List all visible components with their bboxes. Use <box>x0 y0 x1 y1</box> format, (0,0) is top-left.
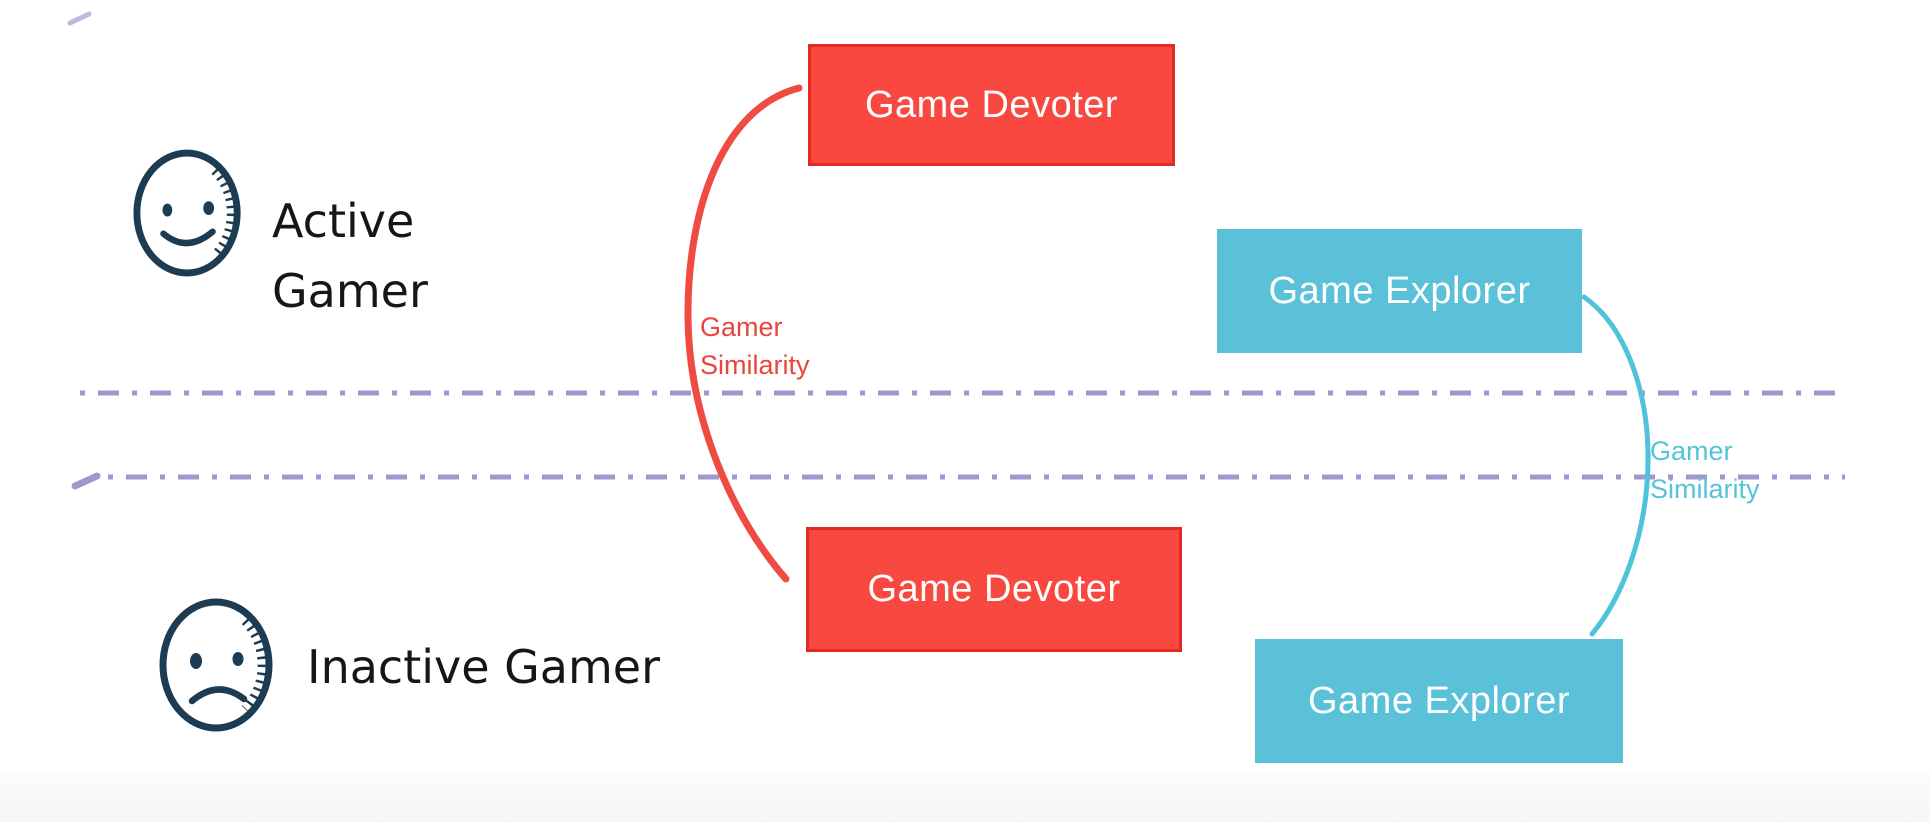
game-explorer-box-bottom-label: Game Explorer <box>1307 679 1571 722</box>
inactive-gamer-label: Inactive Gamer <box>307 632 660 702</box>
active-gamer-label-line1: Active <box>272 194 415 248</box>
game-explorer-box-bottom: Game Explorer <box>1255 639 1623 763</box>
game-explorer-box-top: Game Explorer <box>1217 229 1582 353</box>
game-devoter-box-top: Game Devoter <box>808 44 1175 166</box>
gamer-similarity-label-cyan-line2: Similarity <box>1650 474 1760 504</box>
happy-face-icon <box>133 149 241 277</box>
game-explorer-box-top-label: Game Explorer <box>1268 269 1531 312</box>
gamer-similarity-label-cyan: Gamer Similarity <box>1650 432 1760 508</box>
divider-line-lower-tick <box>71 472 101 490</box>
gamer-similarity-label-red-line2: Similarity <box>700 350 810 380</box>
gamer-similarity-label-red-line1: Gamer <box>700 312 783 342</box>
active-gamer-label: Active Gamer <box>272 186 428 326</box>
slide-bottom-strip <box>0 772 1930 822</box>
gamer-similarity-label-red: Gamer Similarity <box>700 308 810 384</box>
game-devoter-box-bottom: Game Devoter <box>806 527 1182 652</box>
gamer-similarity-edge-red <box>684 84 803 583</box>
sketch-hatching <box>241 617 267 713</box>
game-devoter-box-bottom-label: Game Devoter <box>867 568 1121 610</box>
game-devoter-box-top-label: Game Devoter <box>864 83 1119 126</box>
gamer-similarity-label-cyan-line1: Gamer <box>1650 436 1733 466</box>
inactive-gamer-label-line1: Inactive Gamer <box>307 640 661 694</box>
gamer-similarity-edge-cyan <box>1581 294 1651 637</box>
sad-face-icon <box>159 598 273 732</box>
stray-pen-mark <box>67 11 92 26</box>
active-gamer-label-line2: Gamer <box>272 264 428 318</box>
